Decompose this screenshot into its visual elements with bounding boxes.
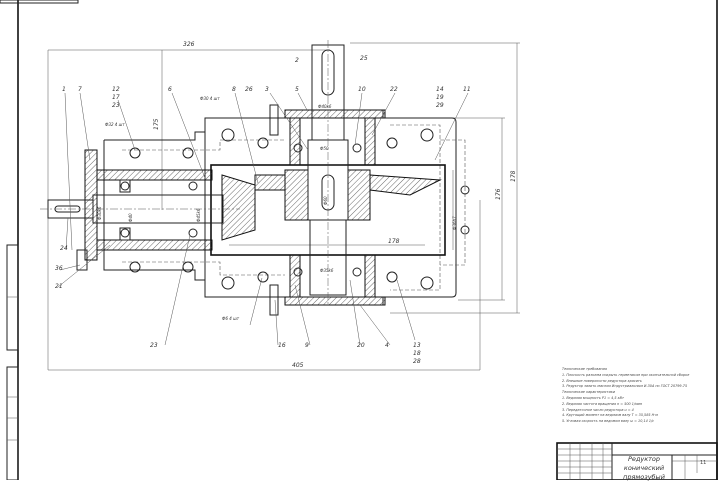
svg-text:19: 19 bbox=[436, 94, 444, 101]
svg-text:12: 12 bbox=[112, 86, 120, 93]
bolts bbox=[76, 104, 279, 316]
dimension-labels: 326 175 405 178 176 178 Ф40k6 Ф50 Ф35k6 … bbox=[97, 41, 517, 369]
svg-text:23: 23 bbox=[150, 342, 158, 349]
svg-text:178: 178 bbox=[388, 238, 400, 245]
dimension-input-shaft-end: Ф30k6 bbox=[97, 206, 102, 220]
title-block bbox=[556, 442, 718, 480]
svg-text:326: 326 bbox=[183, 41, 195, 48]
housing bbox=[84, 109, 466, 306]
part-callouts: 1 7 12 17 23 6 Ф30 4 шт 8 26 3 5 10 22 1… bbox=[55, 55, 471, 365]
svg-text:20: 20 bbox=[357, 342, 365, 349]
svg-text:2: 2 bbox=[295, 57, 299, 64]
svg-text:3: 3 bbox=[265, 86, 269, 93]
characteristic-item: 1. Ведомая мощность P1 = 4,5 кВт bbox=[562, 395, 624, 400]
svg-text:17: 17 bbox=[112, 94, 120, 101]
svg-text:176: 176 bbox=[495, 188, 502, 200]
svg-text:10: 10 bbox=[358, 86, 366, 93]
characteristics-heading: Технические характеристики bbox=[562, 390, 616, 395]
leader-lines bbox=[57, 92, 469, 346]
input-shaft bbox=[40, 174, 256, 241]
svg-text:5: 5 bbox=[295, 86, 299, 93]
svg-text:14: 14 bbox=[436, 86, 444, 93]
requirements-heading: Технические требования bbox=[562, 367, 607, 371]
svg-text:1: 1 bbox=[62, 86, 66, 93]
svg-text:175: 175 bbox=[153, 118, 160, 130]
svg-text:18: 18 bbox=[413, 350, 421, 357]
characteristic-item: 5. Угловая скорость на ведомом валу ω = … bbox=[562, 419, 654, 424]
requirement-item: 2. Внешние поверхности редуктора красить bbox=[562, 378, 642, 383]
svg-text:24: 24 bbox=[60, 245, 68, 252]
svg-text:178: 178 bbox=[510, 170, 517, 182]
svg-text:Ф35k6: Ф35k6 bbox=[320, 268, 334, 273]
characteristic-item: 2. Ведомая частота вращения n = 500 1/ми… bbox=[562, 401, 643, 406]
requirement-item: 1. Плоскость разъема покрыть герметиком … bbox=[562, 372, 690, 377]
svg-text:Ф40: Ф40 bbox=[128, 213, 133, 222]
characteristic-item: 3. Передаточное число редуктора u = 4 bbox=[562, 407, 634, 412]
svg-text:21: 21 bbox=[55, 283, 63, 290]
svg-text:28: 28 bbox=[413, 358, 421, 365]
svg-text:Ф36h7: Ф36h7 bbox=[452, 216, 457, 230]
characteristic-item: 4. Крутящий момент на ведомом валу T = 3… bbox=[562, 413, 658, 418]
svg-text:Ф40k6: Ф40k6 bbox=[318, 104, 332, 109]
svg-text:405: 405 bbox=[292, 362, 304, 369]
requirement-item: 3. Редуктор залить маслом Индустриальным… bbox=[562, 384, 688, 389]
svg-text:Ф50: Ф50 bbox=[320, 146, 329, 151]
svg-text:13: 13 bbox=[413, 342, 421, 349]
svg-text:Ф6 4 шт: Ф6 4 шт bbox=[222, 316, 240, 321]
svg-text:6: 6 bbox=[168, 86, 172, 93]
drawing-title: Редуктор конический прямозубый bbox=[623, 455, 665, 481]
svg-text:36: 36 bbox=[55, 265, 63, 272]
svg-text:7: 7 bbox=[78, 86, 82, 93]
svg-text:11: 11 bbox=[463, 86, 471, 93]
svg-text:25: 25 bbox=[360, 55, 368, 62]
svg-text:23: 23 bbox=[112, 102, 120, 109]
sheet-number: 11 bbox=[700, 460, 707, 466]
svg-text:Ф45k6: Ф45k6 bbox=[196, 208, 201, 222]
svg-text:16: 16 bbox=[278, 342, 286, 349]
svg-text:Ф30 4 шт: Ф30 4 шт bbox=[200, 96, 220, 101]
svg-text:8: 8 bbox=[232, 86, 236, 93]
svg-text:9: 9 bbox=[305, 342, 309, 349]
svg-text:Ф60: Ф60 bbox=[323, 196, 328, 205]
svg-text:Ф32 4 шт: Ф32 4 шт bbox=[105, 122, 125, 127]
svg-text:26: 26 bbox=[245, 86, 253, 93]
output-shaft bbox=[254, 40, 442, 305]
svg-text:22: 22 bbox=[390, 86, 398, 93]
bolt-holes bbox=[129, 128, 470, 290]
svg-text:29: 29 bbox=[436, 102, 444, 109]
svg-text:4: 4 bbox=[385, 342, 389, 349]
technical-notes: Технические требования 1. Плоскость разъ… bbox=[562, 367, 720, 425]
